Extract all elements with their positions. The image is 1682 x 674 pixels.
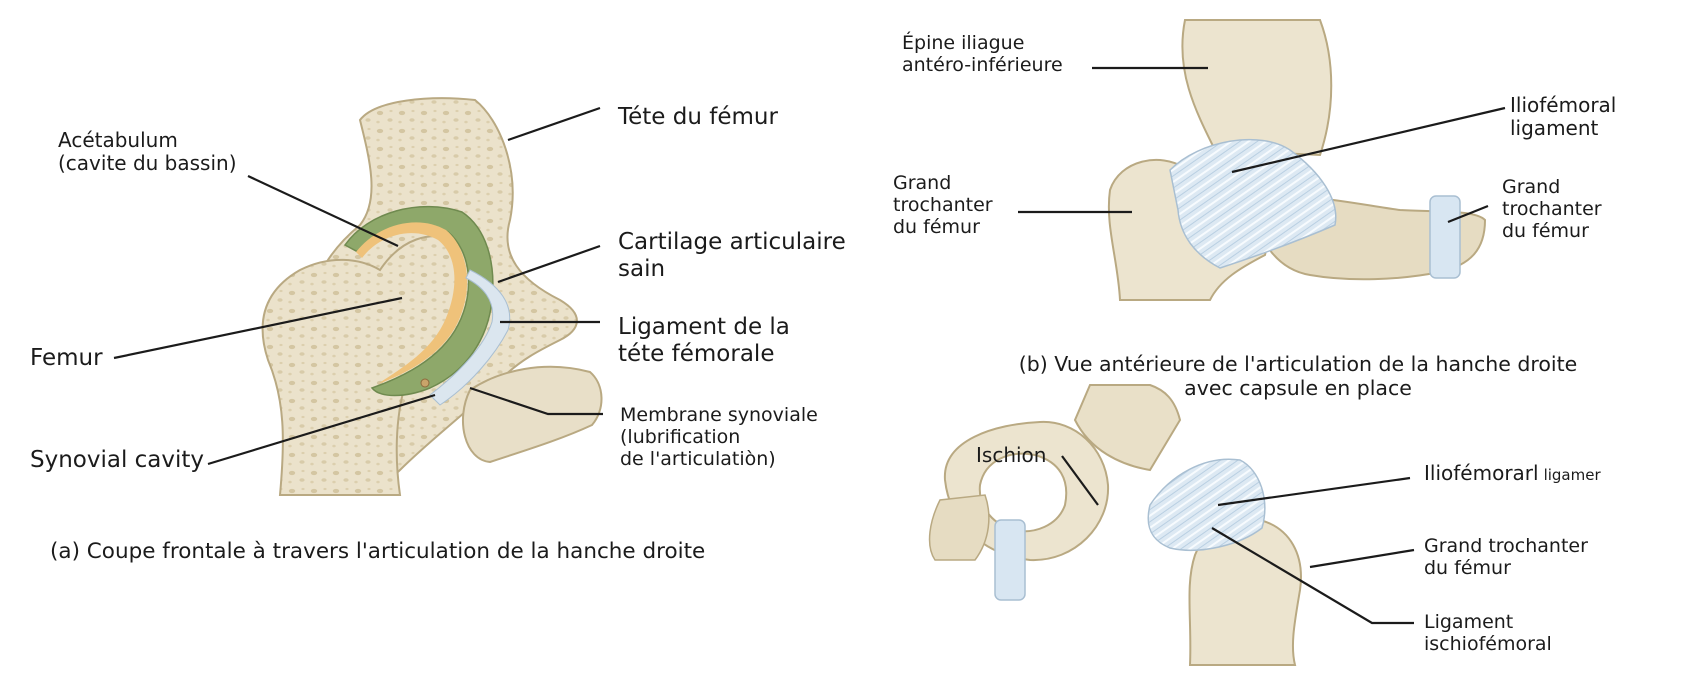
ischiofemoral-ligament-c bbox=[1147, 458, 1266, 551]
joint-capsule bbox=[429, 269, 511, 406]
leader-membrane bbox=[469, 386, 603, 416]
leader-ischion bbox=[1061, 455, 1099, 506]
label-iliofemoral-c-small: ligamer bbox=[1543, 466, 1601, 484]
label-ischion: Ischion bbox=[976, 443, 1047, 467]
label-grand-trochanter-left: Grand trochanter du fémur bbox=[893, 172, 993, 239]
label-ligament-tete-femorale: Ligament de la téte fémorale bbox=[618, 314, 790, 367]
leader-grand-trochanter-c bbox=[1309, 548, 1415, 569]
pubis-left-c bbox=[928, 494, 990, 561]
leader-femur bbox=[113, 296, 403, 360]
leader-acetabulum bbox=[247, 175, 399, 247]
label-synovial-cavity: Synovial cavity bbox=[30, 447, 205, 473]
label-grand-trochanter-right: Grand trochanter du fémur bbox=[1502, 176, 1602, 243]
articular-cartilage bbox=[356, 222, 468, 384]
label-cartilage-articulaire: Cartilage articulaire sain bbox=[618, 229, 846, 282]
leader-grand-trochanter-right bbox=[1447, 204, 1489, 224]
ligament-band-c bbox=[994, 519, 1026, 601]
pubic-ramus bbox=[461, 365, 603, 464]
label-grand-trochanter-c: Grand trochanter du fémur bbox=[1424, 535, 1588, 580]
ischium-bone bbox=[1073, 384, 1182, 472]
ilium-bone bbox=[1181, 19, 1333, 157]
leader-lines bbox=[113, 66, 1506, 625]
label-membrane-synoviale: Membrane synoviale (lubrification de l'a… bbox=[620, 404, 818, 471]
leader-synovial-cavity bbox=[207, 393, 436, 466]
leader-iliofemoral-b bbox=[1231, 106, 1506, 174]
label-epine-iliague: Épine iliague antéro-inférieure bbox=[902, 32, 1063, 77]
caption-panel-b: (b) Vue antérieure de l'articulation de … bbox=[1018, 352, 1578, 400]
caption-panel-a: (a) Coupe frontale à travers l'articulat… bbox=[50, 539, 706, 564]
posterior-view-illustration bbox=[928, 384, 1302, 666]
leader-tete-femur bbox=[507, 106, 601, 142]
label-iliofemoral-ligament-b: Iliofémoral ligament bbox=[1510, 93, 1617, 141]
frontal-section-illustration bbox=[261, 97, 603, 496]
label-ischiofemoral: Ligament ischiofémoral bbox=[1424, 611, 1552, 656]
label-acetabulum: Acétabulum (cavite du bassin) bbox=[58, 128, 237, 176]
leader-iliofemoral-c bbox=[1217, 476, 1411, 507]
leader-ischiofemoral bbox=[1211, 527, 1414, 625]
label-femur: Femur bbox=[30, 345, 103, 371]
label-tete-du-femur: Téte du fémur bbox=[618, 104, 778, 130]
leader-cartilage bbox=[497, 244, 601, 284]
iliofemoral-ligament-b bbox=[1169, 138, 1337, 269]
anterior-view-illustration bbox=[1107, 19, 1487, 301]
ligament-band-b bbox=[1429, 195, 1461, 279]
